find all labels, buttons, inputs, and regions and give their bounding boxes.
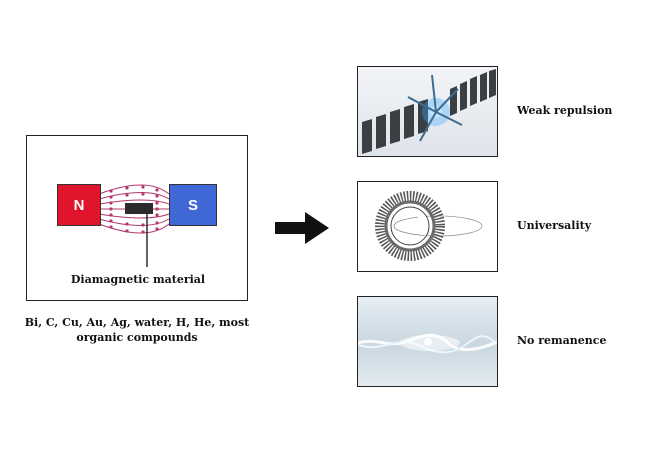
north-pole-magnet: N <box>57 184 101 226</box>
field-lines <box>98 184 170 267</box>
material-examples-caption: Bi, C, Cu, Au, Ag, water, H, He, most or… <box>24 316 250 344</box>
magnet-diagram-panel: N S Diamagnetic material <box>26 135 248 301</box>
energy-wave-image <box>357 296 498 387</box>
property-label-no-remanence: No remanence <box>517 334 607 347</box>
property-label-weak-repulsion: Weak repulsion <box>517 104 613 117</box>
levitating-blocks-image <box>357 66 498 157</box>
spiked-ring-image <box>357 181 498 272</box>
material-label: Diamagnetic material <box>70 273 206 286</box>
property-label-universality: Universality <box>517 219 592 232</box>
south-pole-magnet: S <box>169 184 217 226</box>
right-arrow-icon <box>275 212 329 244</box>
diamagnetic-sample <box>125 203 153 214</box>
